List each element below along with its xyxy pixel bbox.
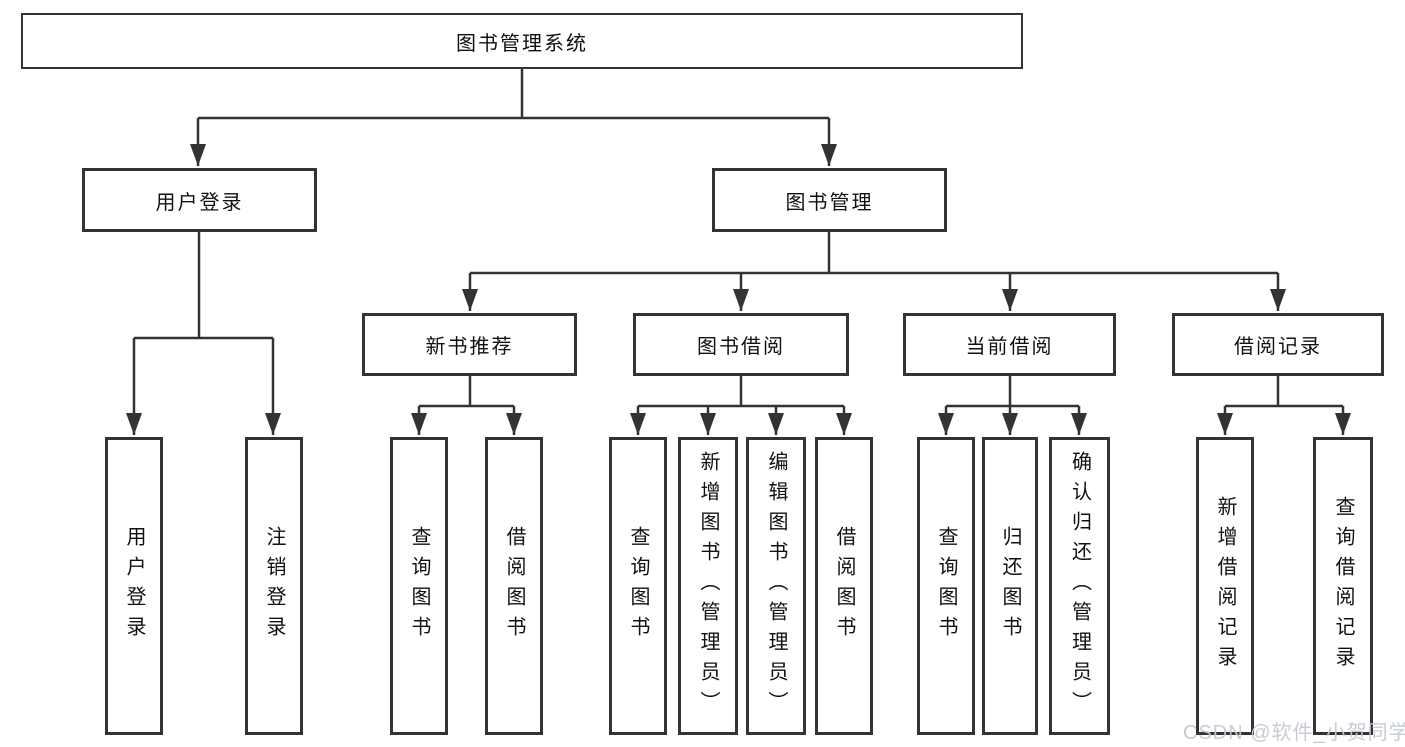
leaf-query-books-current: 查询图书 — [917, 437, 975, 735]
leaf-add-borrow-record-label: 新增借阅记录 — [1214, 496, 1236, 676]
leaf-user-login: 用户登录 — [105, 437, 163, 735]
node-book-borrow-label: 图书借阅 — [697, 336, 785, 358]
node-root-label: 图书管理系统 — [456, 32, 588, 55]
node-book-borrow: 图书借阅 — [633, 313, 849, 376]
node-root-library-system: 图书管理系统 — [21, 13, 1023, 69]
leaf-borrow-books-label: 借阅图书 — [833, 526, 855, 646]
leaf-confirm-return-admin: 确认归还（管理员） — [1049, 437, 1110, 735]
node-new-book-recommend: 新书推荐 — [362, 313, 577, 376]
leaf-borrow-books-recommend-label: 借阅图书 — [503, 526, 525, 646]
leaf-add-books-admin: 新增图书（管理员） — [678, 437, 738, 735]
leaf-edit-books-admin-label: 编辑图书（管理员） — [765, 451, 787, 721]
leaf-borrow-books-recommend: 借阅图书 — [485, 437, 543, 735]
node-current-borrow: 当前借阅 — [903, 313, 1116, 376]
csdn-watermark: CSDN @软件_小贺同学 — [1183, 722, 1405, 744]
leaf-user-login-label: 用户登录 — [123, 526, 145, 646]
leaf-add-books-admin-label: 新增图书（管理员） — [697, 451, 719, 721]
leaf-query-borrow-record-label: 查询借阅记录 — [1332, 496, 1354, 676]
leaf-query-borrow-record: 查询借阅记录 — [1313, 437, 1373, 735]
node-borrow-record-label: 借阅记录 — [1234, 336, 1322, 358]
leaf-query-books-current-label: 查询图书 — [935, 526, 957, 646]
leaf-query-books-borrow-label: 查询图书 — [627, 526, 649, 646]
leaf-add-borrow-record: 新增借阅记录 — [1196, 437, 1254, 735]
leaf-borrow-books: 借阅图书 — [815, 437, 873, 735]
leaf-return-books: 归还图书 — [982, 437, 1038, 735]
node-user-login: 用户登录 — [82, 168, 317, 232]
leaf-query-books-borrow: 查询图书 — [609, 437, 667, 735]
node-user-login-label: 用户登录 — [155, 191, 244, 214]
node-borrow-record: 借阅记录 — [1172, 313, 1384, 376]
leaf-confirm-return-admin-label: 确认归还（管理员） — [1068, 451, 1091, 721]
node-book-management-label: 图书管理 — [785, 191, 874, 214]
leaf-query-books-recommend: 查询图书 — [390, 437, 448, 735]
leaf-logout-label: 注销登录 — [263, 526, 285, 646]
node-new-book-recommend-label: 新书推荐 — [425, 336, 514, 358]
leaf-query-books-recommend-label: 查询图书 — [408, 526, 430, 646]
leaf-return-books-label: 归还图书 — [999, 526, 1021, 646]
node-current-borrow-label: 当前借阅 — [965, 336, 1054, 358]
leaf-logout: 注销登录 — [245, 437, 303, 735]
leaf-edit-books-admin: 编辑图书（管理员） — [746, 437, 806, 735]
node-book-management: 图书管理 — [712, 168, 947, 232]
